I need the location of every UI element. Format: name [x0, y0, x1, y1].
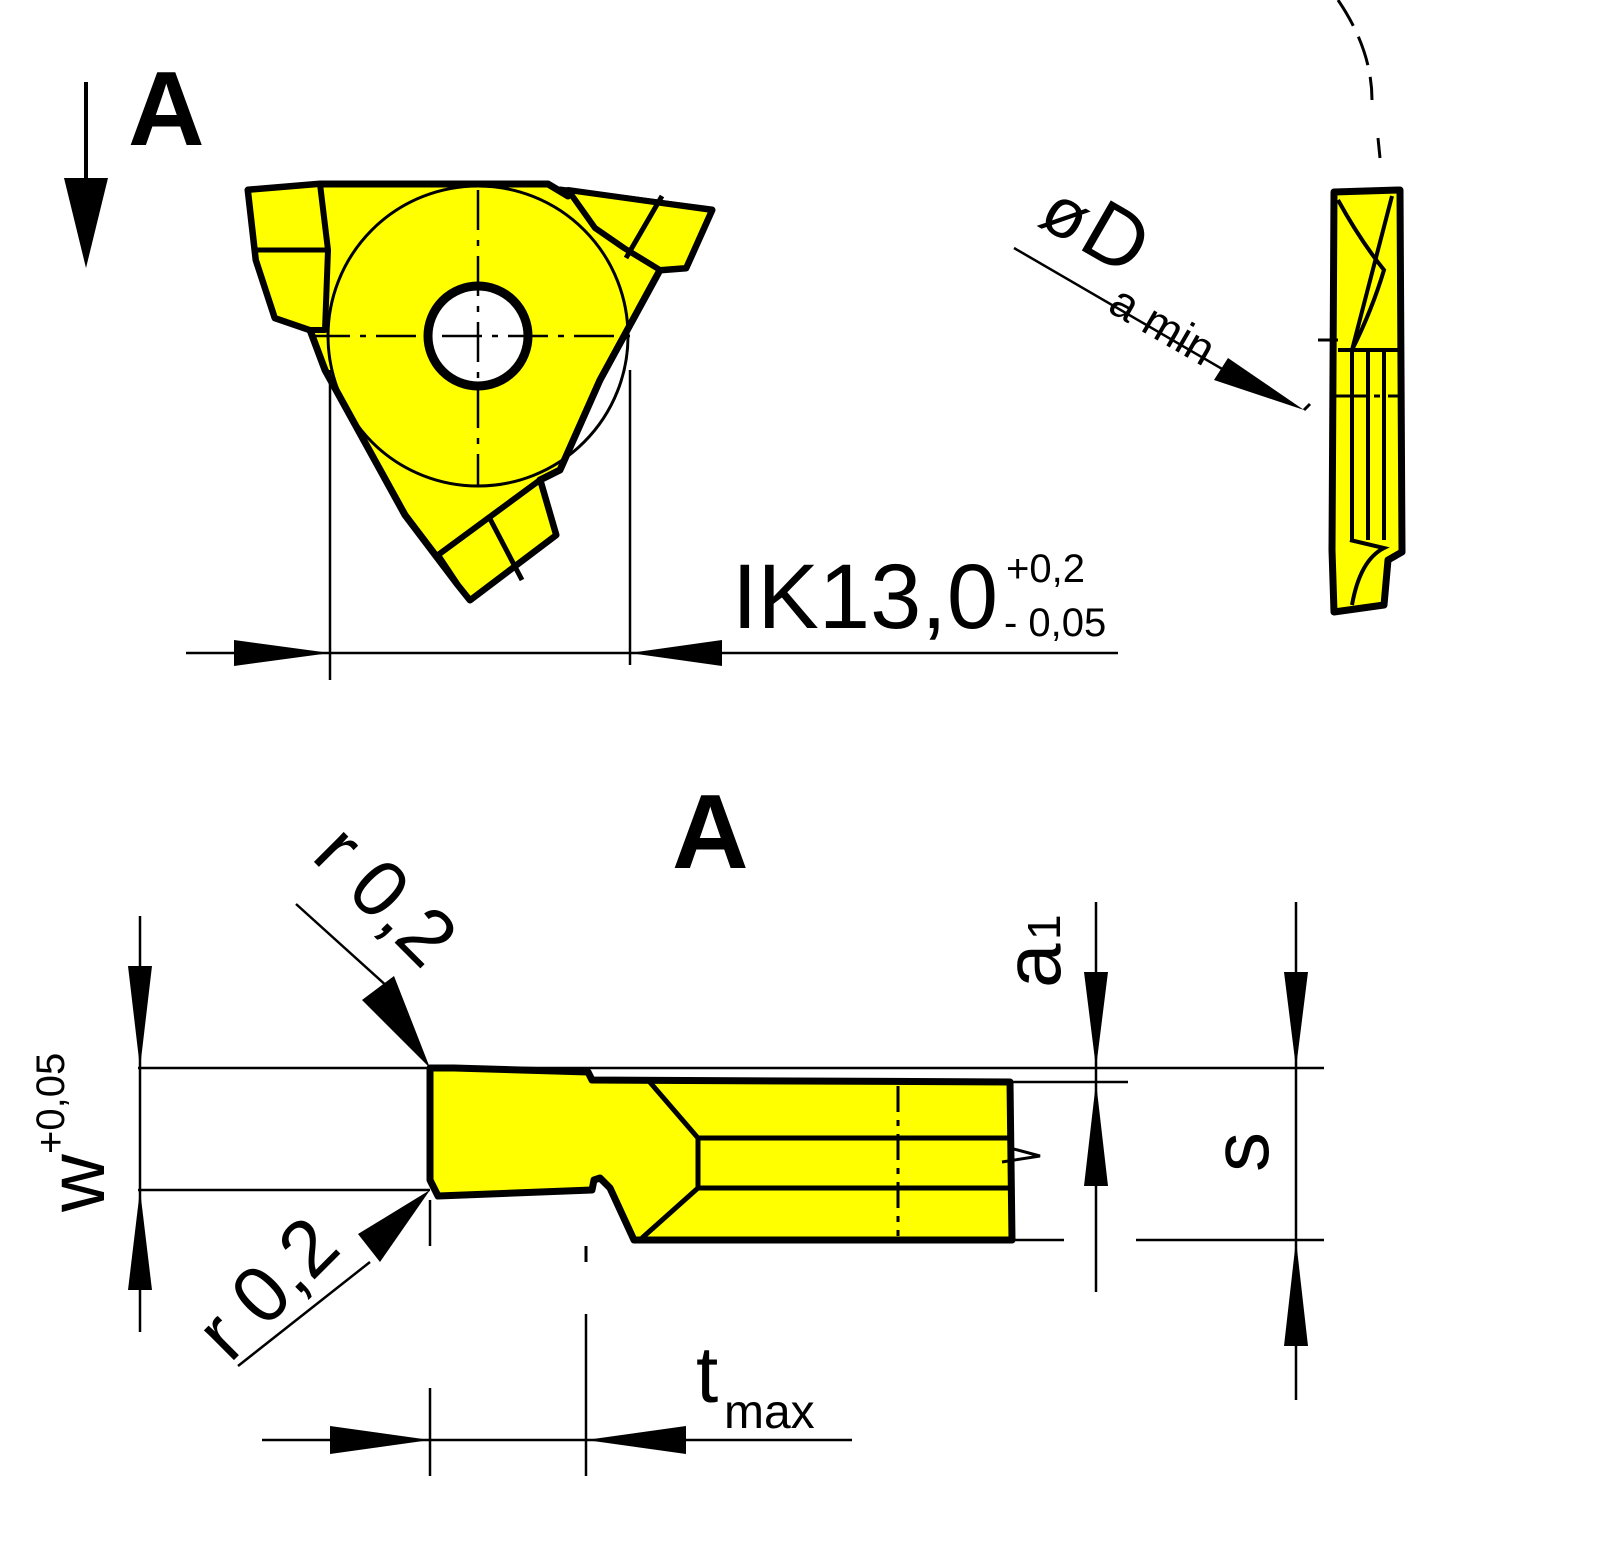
- tmax-subscript: max: [724, 1386, 815, 1439]
- diameter-subscript: a min: [1101, 274, 1224, 375]
- section-view: A w +0,05: [29, 773, 1324, 1476]
- view-label-a: A: [128, 50, 205, 168]
- radius-bottom-dimension: r 0,2: [179, 1190, 430, 1376]
- insert-section: [426, 1064, 1041, 1244]
- s-dimension: s: [1196, 902, 1308, 1400]
- radius-bottom-label: r 0,2: [179, 1200, 355, 1376]
- top-view: A IK13: [64, 50, 1118, 680]
- diameter-dimension: ø D a min: [1013, 169, 1312, 412]
- s-label: s: [1196, 1132, 1285, 1172]
- a1-label: a: [988, 943, 1077, 988]
- section-title: A: [672, 773, 749, 891]
- side-view: ø D a min: [1013, 0, 1406, 616]
- a1-dimension: a 1: [988, 902, 1108, 1292]
- width-label: w: [32, 1154, 121, 1213]
- insert-profile: [1318, 186, 1406, 616]
- tmax-label: t: [696, 1330, 718, 1419]
- width-tolerance: +0,05: [29, 1053, 73, 1154]
- ik-arrow-left: [234, 640, 330, 666]
- radius-top-dimension: r 0,2: [295, 807, 474, 1068]
- diameter-arrow: [1214, 358, 1304, 410]
- ik-dimension: IK13,0 +0,2 - 0,05: [186, 370, 1118, 680]
- width-dimension: w +0,05: [29, 916, 152, 1332]
- ik-arrow-right: [630, 640, 722, 666]
- ik-value: IK13,0: [732, 546, 998, 648]
- radius-top-label: r 0,2: [298, 807, 474, 983]
- ik-tolerance-minus: - 0,05: [1004, 601, 1106, 645]
- tmax-dimension: t max: [262, 1200, 852, 1476]
- a1-subscript: 1: [1018, 914, 1070, 940]
- view-direction-arrow: [64, 82, 108, 268]
- triangular-insert: [244, 180, 716, 604]
- ik-tolerance-plus: +0,2: [1006, 547, 1085, 591]
